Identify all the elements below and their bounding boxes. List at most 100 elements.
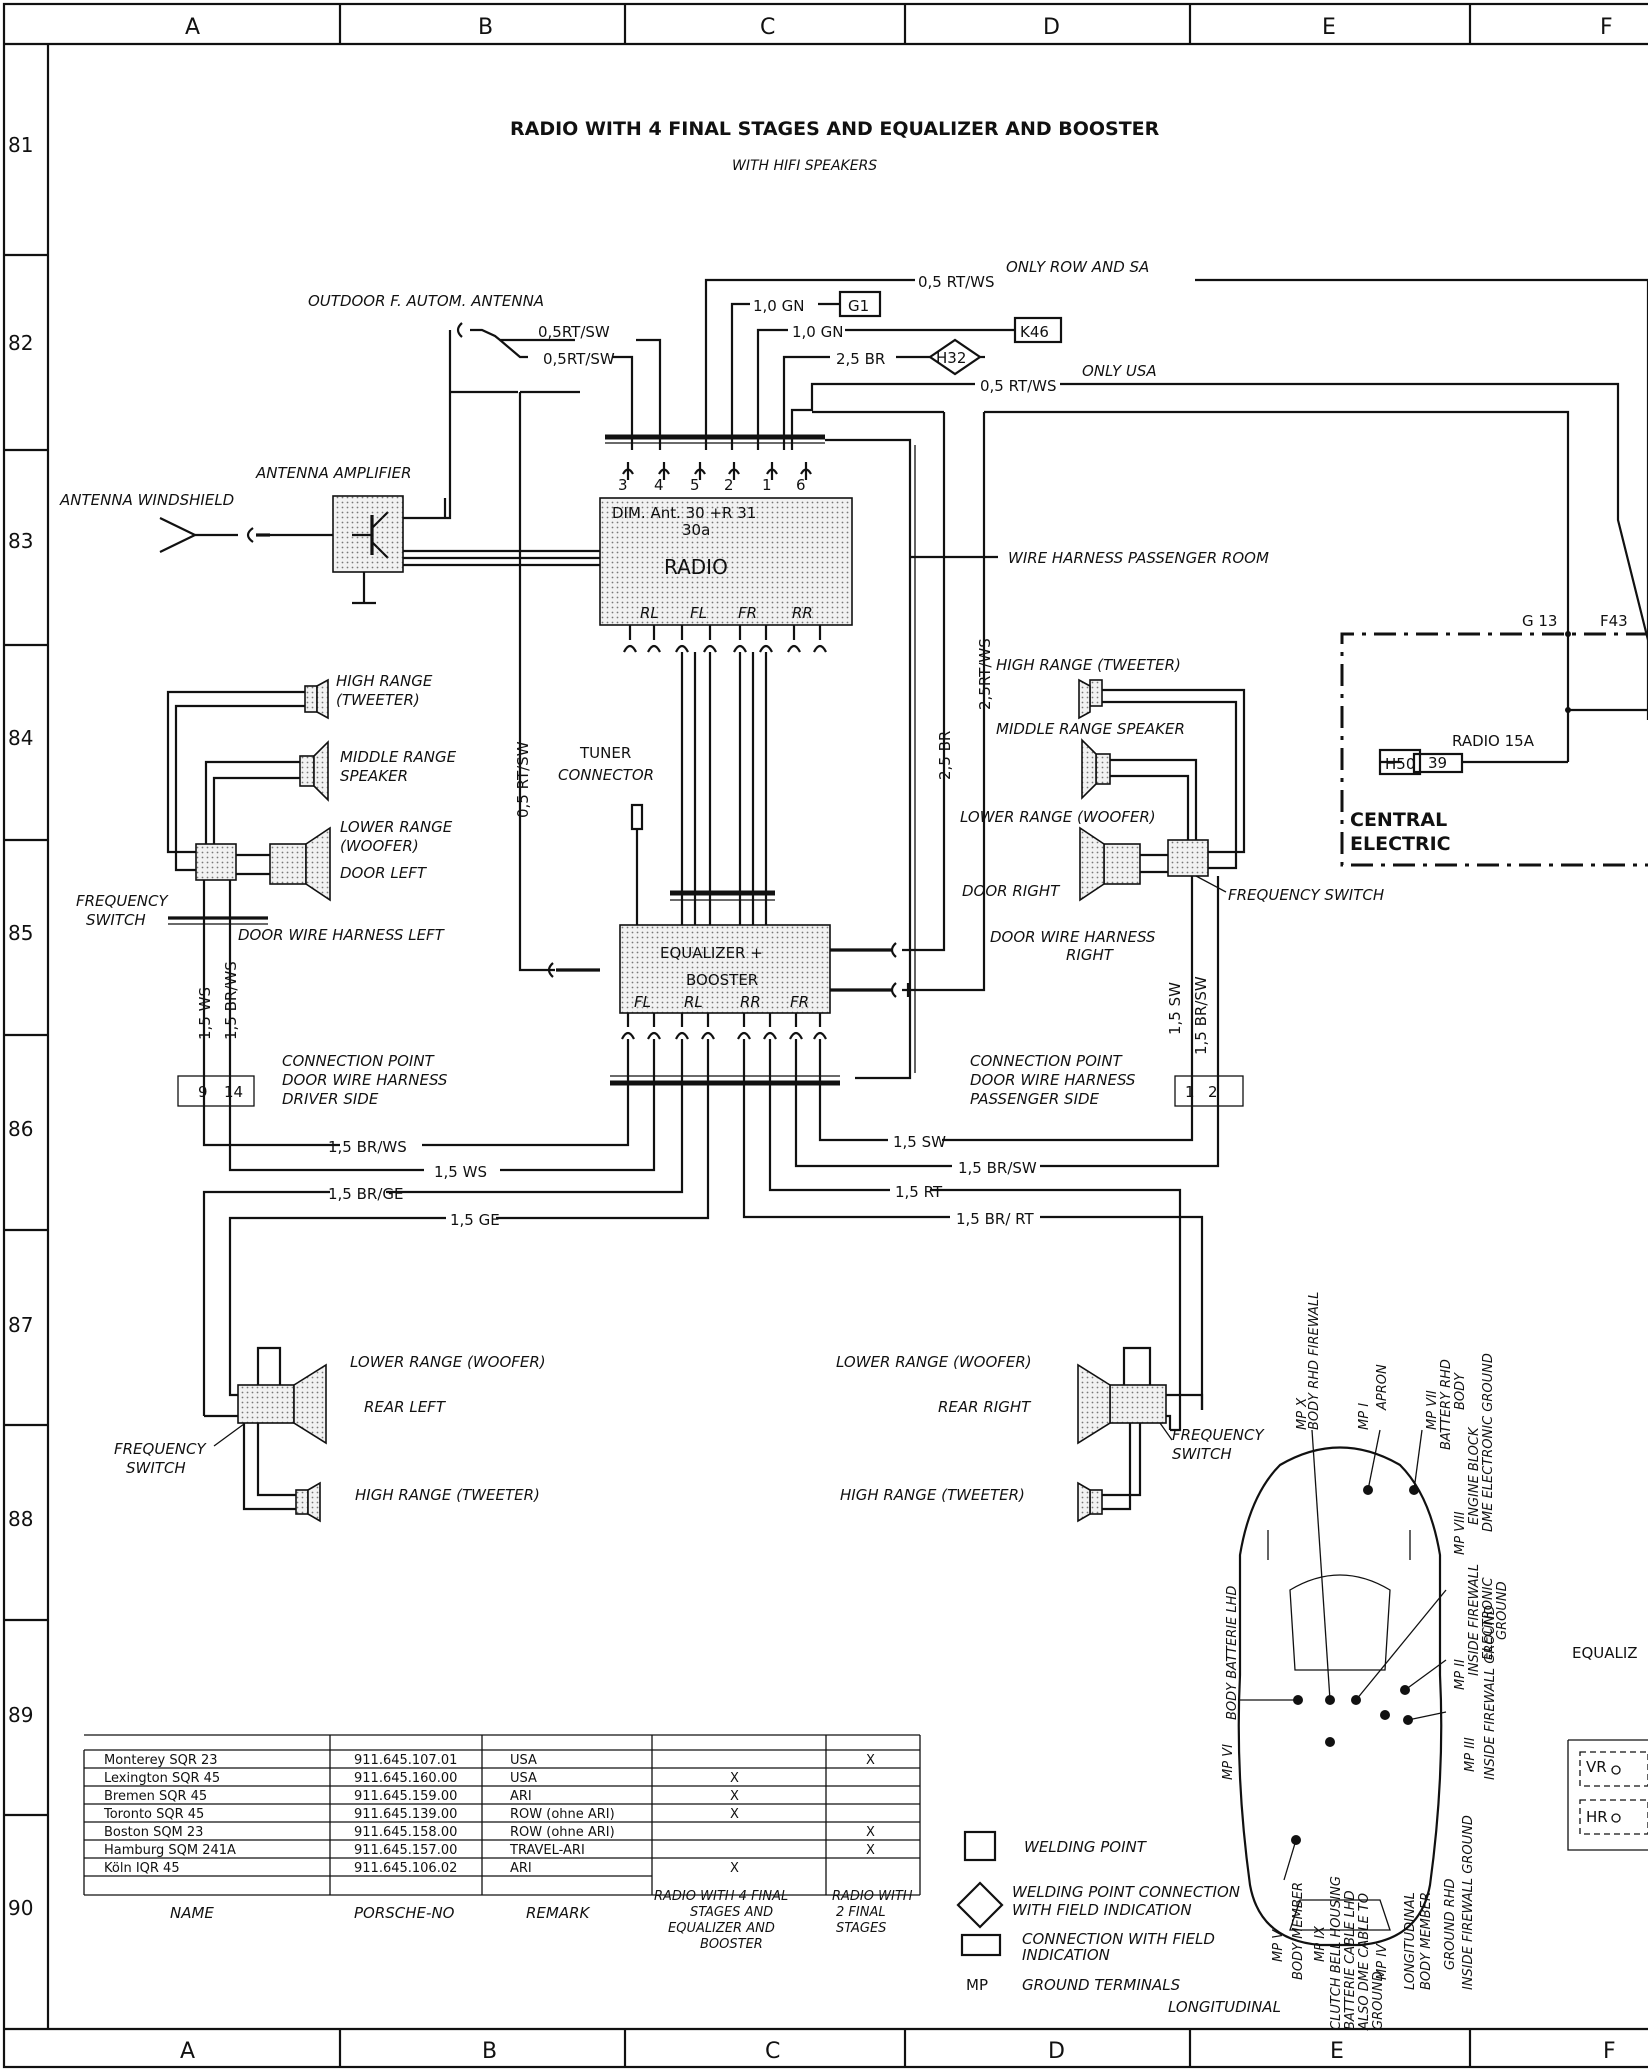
equalizer-output-rl: RL xyxy=(684,993,703,1011)
row-label-82: 82 xyxy=(8,331,33,355)
diagram-subtitle: WITH HIFI SPEAKERS xyxy=(732,158,877,174)
header-c4-2: STAGES AND xyxy=(690,1905,773,1920)
connector-g1-label: G1 xyxy=(848,297,869,315)
mp-iv: MP IV xyxy=(1375,1943,1390,1980)
label-rear-freq-left-1: FREQUENCY xyxy=(114,1440,207,1458)
radio-pin-1: 1 xyxy=(762,476,772,494)
radio-pin-3: 3 xyxy=(618,476,628,494)
row-5-name: Boston SQM 23 xyxy=(104,1825,203,1840)
wire-label-rtsw-1: 0,5RT/SW xyxy=(538,323,610,341)
mp-ix-desc-2: BATTERIE CABLE LHD xyxy=(1343,1890,1358,2030)
wire-label-rtsw-v: 0,5 RT/SW xyxy=(514,741,532,818)
label-antenna-amplifier: ANTENNA AMPLIFIER xyxy=(255,464,412,482)
row-3-remark: ARI xyxy=(510,1789,532,1804)
label-hr-low: LOWER RANGE (WOOFER) xyxy=(960,808,1156,826)
row-2-remark: USA xyxy=(510,1771,537,1786)
connector-k46-label: K46 xyxy=(1020,323,1049,341)
header-name: NAME xyxy=(170,1904,214,1922)
label-door-wire-right-1: DOOR WIRE HARNESS xyxy=(990,928,1156,946)
row-label-90: 90 xyxy=(8,1896,33,1920)
cp-left-pin-b: 14 xyxy=(224,1083,243,1101)
radio-output-fl: FL xyxy=(690,604,707,622)
row-7-c4: X xyxy=(730,1861,739,1876)
col-label-b: B xyxy=(478,15,493,40)
legend-welding-conn-2: WITH FIELD INDICATION xyxy=(1012,1901,1192,1919)
label-door-left: DOOR LEFT xyxy=(340,864,428,882)
wire-label-h-rt: 1,5 RT xyxy=(895,1183,943,1201)
row-4-c4: X xyxy=(730,1807,739,1822)
header-c4-4: BOOSTER xyxy=(700,1937,763,1952)
row-3-no: 911.645.159.00 xyxy=(354,1789,457,1804)
row-2-c4: X xyxy=(730,1771,739,1786)
row-1-c2: X xyxy=(866,1753,875,1768)
tuner-connector: TUNER CONNECTOR xyxy=(558,744,654,925)
wire-label-h-ge: 1,5 GE xyxy=(450,1211,500,1229)
mp-iv-desc-2: BODY MEMBER xyxy=(1419,1892,1434,1990)
table-row-3: Bremen SQR 45 911.645.159.00 ARI X xyxy=(104,1789,739,1804)
label-wire-harness-passenger: WIRE HARNESS PASSENGER ROOM xyxy=(1008,549,1269,567)
mp-vii: MP VII xyxy=(1425,1390,1440,1430)
legend-mp: MP xyxy=(966,1976,988,1994)
row-6-remark: TRAVEL-ARI xyxy=(509,1843,585,1858)
label-longitudinal: LONGITUDINAL xyxy=(1168,1998,1281,2016)
equalizer-name-1: EQUALIZER + xyxy=(660,944,763,962)
speaker-wires: 1,5 BR/WS 1,5 WS 1,5 BR/GE 1,5 GE 1,5 SW… xyxy=(202,1039,1220,1432)
label-hl-high-2: (TWEETER) xyxy=(336,691,420,709)
legend-ground-terminals: GROUND TERMINALS xyxy=(1022,1976,1181,1994)
label-rear-right: REAR RIGHT xyxy=(938,1398,1032,1416)
equalizer-box xyxy=(619,924,831,1014)
ground-rhd-2: INSIDE FIREWALL GROUND xyxy=(1461,1815,1476,1990)
label-rear-high-right: HIGH RANGE (TWEETER) xyxy=(840,1486,1025,1504)
radio-unit: 3 4 5 2 1 6 DIM. Ant. 30 +R 31 30a RADIO… xyxy=(599,438,1269,1080)
legend-welding-point: WELDING POINT xyxy=(1024,1838,1148,1856)
label-rear-freq-right-1: FREQUENCY xyxy=(1172,1426,1265,1444)
mp-i-desc: APRON xyxy=(1375,1364,1390,1411)
row-2-no: 911.645.160.00 xyxy=(354,1771,457,1786)
equalizer-unit: EQUALIZER + BOOSTER FL RL RR FR xyxy=(610,924,840,1086)
table-header: NAME PORSCHE-NO REMARK RADIO WITH 4 FINA… xyxy=(170,1889,913,1952)
legend: WELDING POINT WELDING POINT CONNECTION W… xyxy=(956,1830,1240,1994)
connector-h32-label: H32 xyxy=(936,349,966,367)
label-freq-switch-left-1: FREQUENCY xyxy=(76,892,169,910)
wire-label-h-sw: 1,5 SW xyxy=(893,1133,946,1151)
radio-output-fr: FR xyxy=(738,604,757,622)
grid-column-labels-bottom: A B C D E F xyxy=(180,2039,1616,2064)
row-3-name: Bremen SQR 45 xyxy=(104,1789,207,1804)
header-c4-1: RADIO WITH 4 FINAL xyxy=(654,1889,788,1904)
header-c4-3: EQUALIZER AND xyxy=(668,1921,775,1936)
equalizer-output-fl: FL xyxy=(634,993,651,1011)
row-6-name: Hamburg SQM 241A xyxy=(104,1843,236,1858)
wire-label-h-brge: 1,5 BR/GE xyxy=(328,1185,404,1203)
col-label-a: A xyxy=(185,15,200,40)
row-label-89: 89 xyxy=(8,1703,33,1727)
wire-label-rtsw-2: 0,5RT/SW xyxy=(543,350,615,368)
connector-k46: K46 xyxy=(1013,316,1063,344)
wire-label-15ws-v: 1,5 WS xyxy=(196,987,214,1040)
radio-pin-6: 6 xyxy=(796,476,806,494)
mp-viii: MP VIII xyxy=(1453,1511,1468,1555)
label-rear-high-left: HIGH RANGE (TWEETER) xyxy=(355,1486,540,1504)
radio-top-pins: 3 4 5 2 1 6 xyxy=(618,476,806,494)
table-row-5: Boston SQM 23 911.645.158.00 ROW (ohne A… xyxy=(104,1825,875,1840)
radio-terminal-labels: DIM. Ant. 30 +R 31 xyxy=(612,504,756,522)
header-no: PORSCHE-NO xyxy=(354,1904,455,1922)
col-label-d: D xyxy=(1043,15,1060,40)
mp-viii-desc-1: ENGINE BLOCK xyxy=(1467,1426,1482,1525)
ground-rhd: GROUND RHD xyxy=(1443,1878,1458,1970)
radio-supply-wires xyxy=(402,278,1648,720)
equalizer-detail-cut: EQUALIZ VR HR xyxy=(1567,1644,1648,1851)
legend-conn-field-2: INDICATION xyxy=(1022,1946,1110,1964)
row-6-c2: X xyxy=(866,1843,875,1858)
wire-label-br: 2,5 BR xyxy=(836,350,885,368)
radio-box xyxy=(599,497,853,626)
row-2-name: Lexington SQR 45 xyxy=(104,1771,220,1786)
col-label-f-bottom: F xyxy=(1603,2039,1616,2064)
table-row-7: Köln IQR 45 911.645.106.02 ARI X xyxy=(104,1861,739,1876)
row-5-remark: ROW (ohne ARI) xyxy=(510,1825,615,1840)
label-door-wire-left: DOOR WIRE HARNESS LEFT xyxy=(238,926,446,944)
row-label-84: 84 xyxy=(8,726,33,750)
wire-label-rtws-usa: 0,5 RT/WS xyxy=(980,377,1057,395)
row-3-c4: X xyxy=(730,1789,739,1804)
label-rear-low-right: LOWER RANGE (WOOFER) xyxy=(836,1353,1032,1371)
table-row-2: Lexington SQR 45 911.645.160.00 USA X xyxy=(104,1771,739,1786)
